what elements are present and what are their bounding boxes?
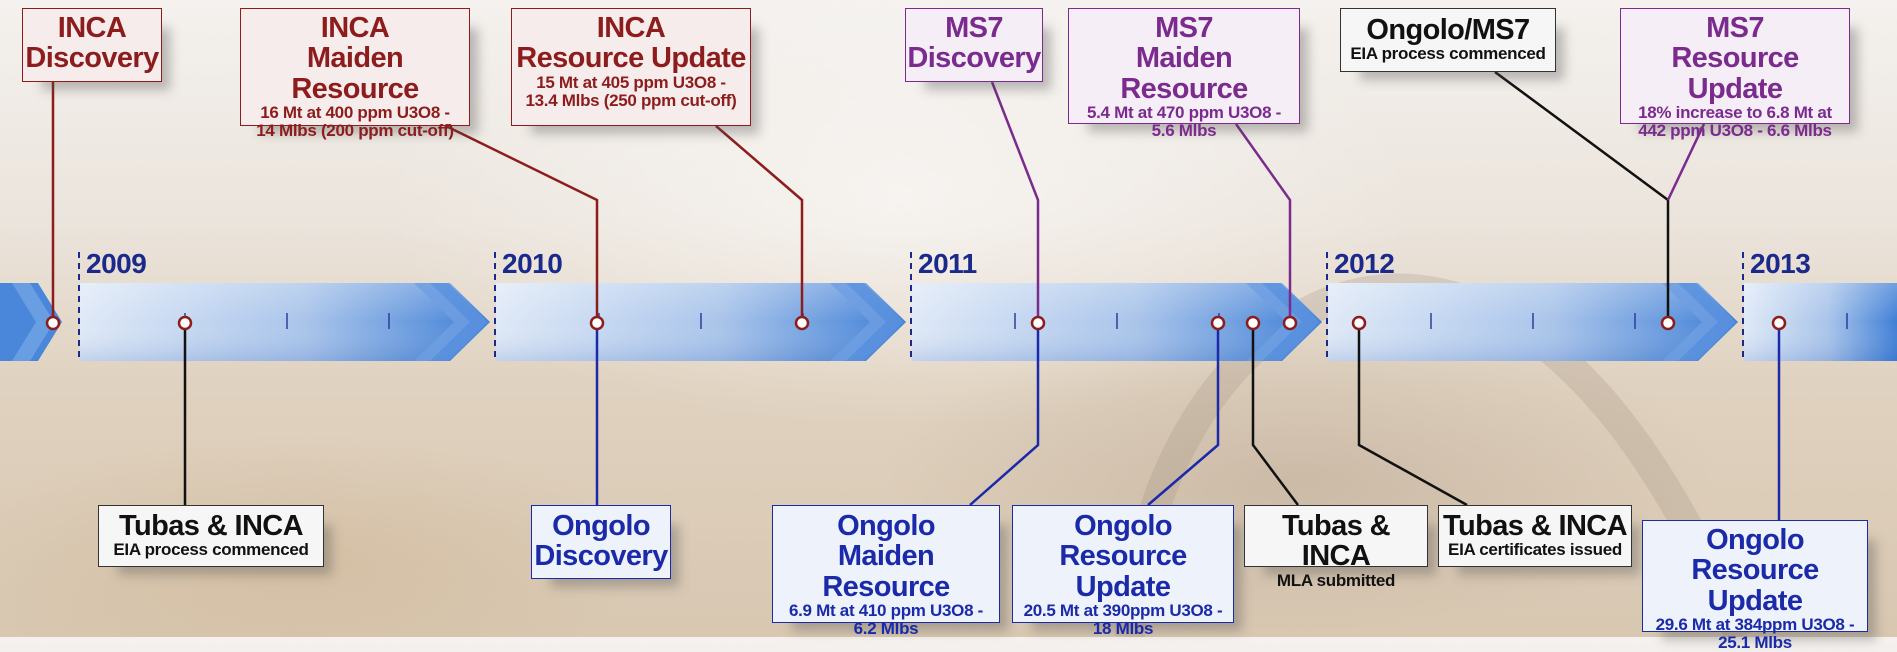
marker-tubas-mla bbox=[1245, 315, 1261, 331]
event-detail-line: MLA submitted bbox=[1276, 570, 1396, 590]
event-title-line: Ongolo bbox=[552, 510, 650, 542]
event-ongolo-resource-update-2011: Ongolo Resource Update 20.5 Mt at 390ppm… bbox=[1012, 505, 1234, 638]
marker-ongolo-update-2011 bbox=[1210, 315, 1226, 331]
marker-tubas-eia bbox=[177, 315, 193, 331]
event-title-line: Ongolo bbox=[1706, 524, 1804, 556]
event-inca-discovery: INCA Discovery bbox=[22, 8, 162, 82]
event-title-line: Tubas & INCA bbox=[119, 510, 304, 542]
timeline-lead-chevron bbox=[0, 283, 62, 361]
event-detail-line: 14 Mlbs (200 ppm cut-off) bbox=[256, 121, 454, 141]
event-title-line: INCA bbox=[320, 12, 390, 44]
event-detail-line: 20.5 Mt at 390ppm U3O8 - bbox=[1023, 601, 1223, 621]
event-title-line: Maiden Resource bbox=[1120, 42, 1248, 105]
event-ms7-maiden-resource: MS7 Maiden Resource 5.4 Mt at 470 ppm U3… bbox=[1068, 8, 1300, 140]
connector-ongolo-maiden bbox=[969, 323, 1040, 506]
event-title-line: Discovery bbox=[534, 540, 668, 573]
event-detail-line: 13.4 Mlbs (250 ppm cut-off) bbox=[525, 90, 737, 110]
year-label-2012: 2012 bbox=[1334, 248, 1395, 279]
connector-tubas-cert bbox=[1357, 323, 1468, 507]
event-title-line: Ongolo/MS7 bbox=[1366, 14, 1530, 46]
event-ms7-resource-update: MS7 Resource Update 18% increase to 6.8 … bbox=[1620, 8, 1850, 140]
marker-inca-update bbox=[794, 315, 810, 331]
event-detail-line: 18% increase to 6.8 Mt at bbox=[1638, 103, 1832, 123]
event-detail-line: 16 Mt at 400 ppm U3O8 - bbox=[260, 103, 450, 123]
event-ms7-discovery: MS7 Discovery bbox=[905, 8, 1043, 82]
connector-ms7-update bbox=[1666, 123, 1706, 201]
event-title-line: Tubas & INCA bbox=[1281, 510, 1391, 573]
event-title-line: MS7 bbox=[1155, 12, 1213, 44]
connector-tubas-mla bbox=[1251, 323, 1299, 506]
event-title-line: Resource Update bbox=[1059, 540, 1187, 603]
marker-inca-discovery bbox=[45, 315, 61, 331]
event-title-line: MS7 bbox=[1706, 12, 1764, 44]
event-detail-line: 18 Mlbs bbox=[1092, 619, 1154, 639]
event-detail-line: 442 ppm U3O8 - 6.6 Mlbs bbox=[1638, 121, 1832, 141]
event-title-line: Tubas & INCA bbox=[1443, 510, 1628, 542]
quarter-ticks bbox=[184, 313, 1848, 329]
timeline-graphic bbox=[0, 70, 1897, 637]
event-detail-line: EIA certificates issued bbox=[1448, 540, 1622, 560]
marker-tubas-cert bbox=[1351, 315, 1367, 331]
marker-ms7-discovery bbox=[1030, 315, 1046, 331]
year-label-2009: 2009 bbox=[86, 248, 147, 279]
event-ongolo-discovery: Ongolo Discovery bbox=[531, 505, 671, 579]
event-detail-line: EIA process commenced bbox=[1350, 44, 1546, 64]
connector-ms7-maiden bbox=[1234, 123, 1292, 323]
event-title-line: INCA bbox=[596, 12, 666, 44]
event-title-line: Discovery bbox=[25, 42, 159, 75]
event-title-line: Maiden Resource bbox=[291, 42, 419, 105]
event-title-line: INCA bbox=[57, 12, 127, 44]
event-ongolo-maiden-resource: Ongolo Maiden Resource 6.9 Mt at 410 ppm… bbox=[772, 505, 1000, 638]
year-dividers bbox=[78, 252, 1744, 362]
event-detail-line: 6.2 Mlbs bbox=[853, 619, 919, 639]
marker-inca-maiden bbox=[589, 315, 605, 331]
timeline-segment-2013 bbox=[1744, 283, 1897, 361]
event-title-line: Resource Update bbox=[1671, 42, 1799, 105]
event-inca-resource-update: INCA Resource Update 15 Mt at 405 ppm U3… bbox=[511, 8, 751, 126]
event-detail-line: 5.6 Mlbs bbox=[1151, 121, 1217, 141]
connector-ms7-discovery bbox=[990, 81, 1040, 323]
event-title-line: Ongolo bbox=[837, 510, 935, 542]
event-ongolo-ms7-eia: Ongolo/MS7 EIA process commenced bbox=[1340, 8, 1556, 72]
connector-ongolo-update-2011 bbox=[1147, 323, 1220, 506]
event-tubas-inca-eia: Tubas & INCA EIA process commenced bbox=[98, 505, 324, 567]
timeline-segment-2009 bbox=[80, 283, 490, 361]
event-title-line: MS7 bbox=[945, 12, 1003, 44]
event-title-line: Ongolo bbox=[1074, 510, 1172, 542]
year-label-2013: 2013 bbox=[1750, 248, 1811, 279]
event-detail-line: 5.4 Mt at 470 ppm U3O8 - bbox=[1086, 103, 1282, 123]
event-title-line: Discovery bbox=[907, 42, 1041, 75]
event-tubas-inca-mla: Tubas & INCA MLA submitted bbox=[1244, 505, 1428, 589]
marker-ongolo-update-2013 bbox=[1771, 315, 1787, 331]
marker-ms7-maiden bbox=[1282, 315, 1298, 331]
event-tubas-inca-certificates: Tubas & INCA EIA certificates issued bbox=[1438, 505, 1632, 567]
event-detail-line: 15 Mt at 405 ppm U3O8 - bbox=[536, 72, 726, 92]
year-label-2011: 2011 bbox=[918, 248, 977, 279]
marker-ms7-update bbox=[1660, 315, 1676, 331]
year-label-2010: 2010 bbox=[502, 248, 563, 279]
connector-inca-update bbox=[715, 125, 804, 323]
event-title-line: Resource Update bbox=[516, 42, 746, 75]
event-ongolo-resource-update-2013: Ongolo Resource Update 29.6 Mt at 384ppm… bbox=[1642, 520, 1868, 652]
event-title-line: Maiden Resource bbox=[822, 540, 950, 603]
event-title-line: Resource Update bbox=[1691, 554, 1819, 617]
event-detail-line: 6.9 Mt at 410 ppm U3O8 - bbox=[788, 601, 984, 621]
connector-inca-maiden bbox=[445, 124, 599, 323]
event-inca-maiden-resource: INCA Maiden Resource 16 Mt at 400 ppm U3… bbox=[240, 8, 470, 140]
event-detail-line: 29.6 Mt at 384ppm U3O8 - bbox=[1655, 615, 1855, 635]
event-detail-line: EIA process commenced bbox=[113, 540, 309, 560]
